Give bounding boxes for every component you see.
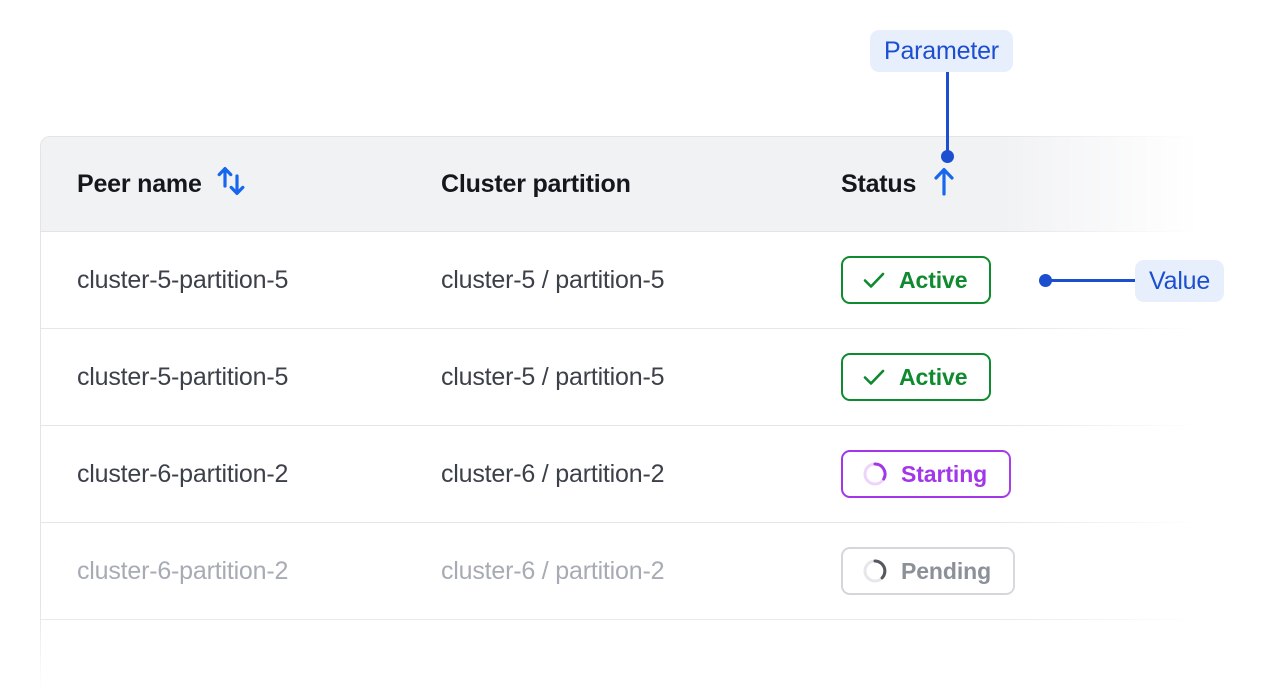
column-header-status-label: Status [841,169,917,198]
cell-cluster-partition: cluster-5 / partition-5 [441,265,665,294]
table-row[interactable] [41,620,1219,696]
annotation-label-value: Value [1135,260,1225,302]
cell-status: Pending [841,547,1181,595]
column-header-peer-name[interactable]: Peer name [41,164,441,205]
column-header-peer-name-label: Peer name [77,169,202,198]
annotation-dot-value [1039,274,1052,287]
annotation-dot-parameter [941,150,954,163]
status-badge-label: Pending [901,557,992,584]
cell-peer-name: cluster-5-partition-5 [77,362,289,391]
cell-status: Starting [841,450,1181,498]
status-badge-pending: Pending [841,547,1016,595]
annotation-connector-parameter [946,72,949,154]
spinner-icon [861,557,889,585]
sort-updown-icon[interactable] [216,164,246,205]
check-icon [861,364,887,390]
column-header-cluster-partition-label: Cluster partition [441,169,631,198]
sort-up-icon[interactable] [930,165,958,204]
column-header-status[interactable]: Status [841,165,1181,204]
status-badge-starting: Starting [841,450,1012,498]
cell-cluster-partition: cluster-6 / partition-2 [441,459,665,488]
peer-table-container: Peer name Cluster partition [40,136,1220,696]
status-badge-label: Active [899,363,968,390]
table-row[interactable]: cluster-6-partition-2 cluster-6 / partit… [41,426,1219,523]
table-header-row: Peer name Cluster partition [41,137,1219,232]
peer-table: Peer name Cluster partition [40,136,1220,696]
status-badge-active: Active [841,256,992,304]
cell-cluster-partition: cluster-5 / partition-5 [441,362,665,391]
cell-peer-name: cluster-6-partition-2 [77,556,289,585]
spinner-icon [861,460,889,488]
table-row[interactable]: cluster-5-partition-5 cluster-5 / partit… [41,232,1219,329]
annotation-connector-value [1050,279,1136,282]
status-badge-label: Starting [901,460,988,487]
check-icon [861,267,887,293]
cell-status: Active [841,353,1181,401]
status-badge-active: Active [841,353,992,401]
column-header-cluster-partition[interactable]: Cluster partition [441,170,841,199]
table-row[interactable]: cluster-6-partition-2 cluster-6 / partit… [41,523,1219,620]
cell-status: Active [841,256,1181,304]
cell-cluster-partition: cluster-6 / partition-2 [441,556,665,585]
cell-peer-name: cluster-6-partition-2 [77,459,289,488]
cell-peer-name: cluster-5-partition-5 [77,265,289,294]
annotation-label-parameter: Parameter [870,30,1013,72]
status-badge-label: Active [899,266,968,293]
table-row[interactable]: cluster-5-partition-5 cluster-5 / partit… [41,329,1219,426]
